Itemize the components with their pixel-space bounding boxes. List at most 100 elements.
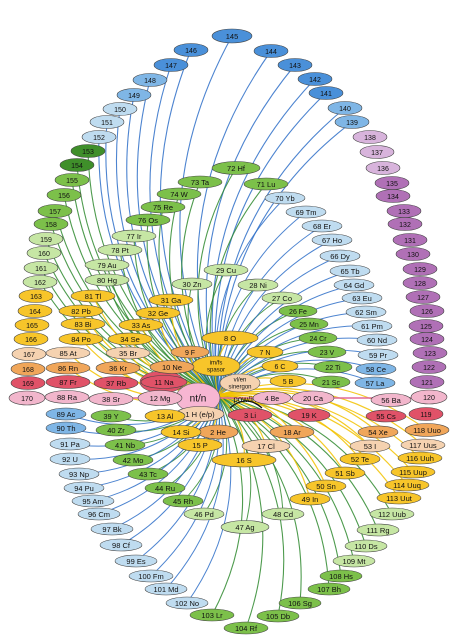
element-node-32: 32 Ge [135, 306, 181, 320]
element-node-125: 125 [408, 319, 444, 333]
element-node-66: 66 Dy [319, 249, 361, 263]
element-node-116: 116 Uuh [397, 451, 443, 465]
element-node-label: 168 [22, 367, 34, 374]
element-node-105: 105 Db [256, 609, 300, 623]
element-node-68: 68 Er [301, 219, 343, 233]
element-node-shape [144, 582, 188, 596]
element-node-label: 76 Os [138, 216, 158, 225]
element-node-label: 170 [21, 396, 33, 403]
element-node-157: 157 [37, 204, 73, 218]
element-node-label: 59 Pr [369, 351, 387, 360]
element-node-label: 7 N [260, 350, 271, 357]
element-node-45: 45 Rh [162, 494, 204, 508]
element-node-3: 3 Li [227, 408, 273, 422]
element-node-shape [46, 188, 82, 202]
element-node-shape [370, 393, 412, 407]
element-node-label: 161 [35, 266, 47, 273]
element-node-shape [332, 554, 376, 568]
element-node-label: 128 [414, 281, 426, 288]
element-node-shape [405, 290, 441, 304]
connector-line-145 [179, 35, 233, 396]
element-node-label: 47 Ag [235, 523, 254, 532]
element-node-shape [291, 390, 335, 406]
element-node-label: 64 Gd [344, 281, 364, 290]
element-node-label: 4 Be [265, 396, 280, 403]
element-node-shape [408, 407, 444, 421]
element-node-label: 160 [38, 251, 50, 258]
element-node-label: 144 [265, 49, 277, 56]
element-node-shape [344, 539, 388, 553]
element-node-93: 93 Np [58, 467, 100, 481]
element-node-shape [264, 191, 306, 205]
connector-line-144 [196, 50, 272, 396]
element-node-15: 15 P [177, 438, 223, 452]
element-node-65: 65 Tb [329, 264, 371, 278]
element-node-label: 84 Po [71, 335, 91, 344]
element-node-label: 114 Uuq [393, 481, 421, 490]
element-node-label: 132 [399, 222, 411, 229]
element-node-label: 43 Tc [139, 470, 157, 479]
element-node-label: 27 Co [272, 294, 292, 303]
element-node-label: 73 Ta [191, 178, 210, 187]
element-node-shape [269, 374, 307, 388]
element-node-shape [285, 205, 327, 219]
element-node-label: 117 Uus [409, 441, 437, 450]
element-node-label: 112 Uub [378, 510, 406, 519]
element-node-label: 51 Sb [335, 469, 355, 478]
element-node-62: 62 Sm [345, 305, 387, 319]
element-node-label: 81 Tl [85, 292, 102, 301]
element-node-99: 99 Es [114, 554, 158, 568]
element-node-111: 111 Rg [356, 523, 400, 537]
im-space-label: spasor [207, 368, 225, 374]
element-node-shape [241, 439, 291, 453]
element-node-label: 115 Uup [399, 468, 427, 477]
element-node-147: 147 [153, 58, 189, 72]
element-node-shape [59, 158, 95, 172]
connector-line-29 [205, 269, 227, 396]
element-node-89: 89 Ac [45, 407, 87, 421]
element-node-shape [118, 318, 164, 332]
element-node-160: 160 [26, 246, 62, 260]
element-node-label: 11 Na [154, 378, 174, 387]
element-node-59: 59 Pr [357, 348, 399, 362]
element-node-shape [93, 376, 139, 390]
element-node-label: 53 I [364, 442, 377, 451]
element-node-shape [313, 360, 353, 374]
element-node-shape [329, 264, 371, 278]
element-node-shape [99, 538, 143, 552]
element-node-155: 155 [54, 173, 90, 187]
element-node-114: 114 Uuq [384, 478, 430, 492]
element-node-shape [359, 145, 395, 159]
element-node-label: 142 [309, 77, 321, 84]
element-node-label: 123 [424, 351, 436, 358]
element-node-label: 145 [226, 32, 239, 41]
connector-line-103 [211, 394, 244, 616]
connector-line-111 [217, 394, 379, 531]
element-node-label: 140 [339, 106, 351, 113]
element-node-100: 100 Fm [128, 569, 174, 583]
element-node-label: 69 Tm [295, 208, 316, 217]
element-node-label: 107 Bh [317, 585, 341, 594]
element-node-shape [28, 232, 64, 246]
element-node-shape [324, 466, 366, 480]
element-node-8: 8 O [201, 330, 259, 346]
element-node-shape [201, 330, 259, 346]
element-node-label: 134 [387, 194, 399, 201]
element-node-76: 76 Os [125, 213, 171, 227]
element-node-shape [128, 569, 174, 583]
element-node-label: 101 Md [153, 585, 178, 594]
element-node-shape [211, 28, 253, 44]
element-node-10: 10 Ne [149, 360, 195, 374]
element-node-152: 152 [81, 130, 117, 144]
element-node-21: 21 Sc [311, 375, 351, 389]
element-node-label: 85 At [59, 349, 77, 358]
element-node-label: 14 Si [172, 428, 189, 437]
element-node-label: 70 Yb [275, 194, 294, 203]
element-node-label: 2 He [210, 428, 226, 437]
element-node-140: 140 [327, 101, 363, 115]
element-node-label: 24 Cr [309, 336, 327, 343]
element-node-135: 135 [374, 176, 410, 190]
element-node-label: 18 Ar [283, 428, 301, 437]
element-node-label: 102 No [175, 599, 199, 608]
element-node-shape [278, 304, 318, 318]
